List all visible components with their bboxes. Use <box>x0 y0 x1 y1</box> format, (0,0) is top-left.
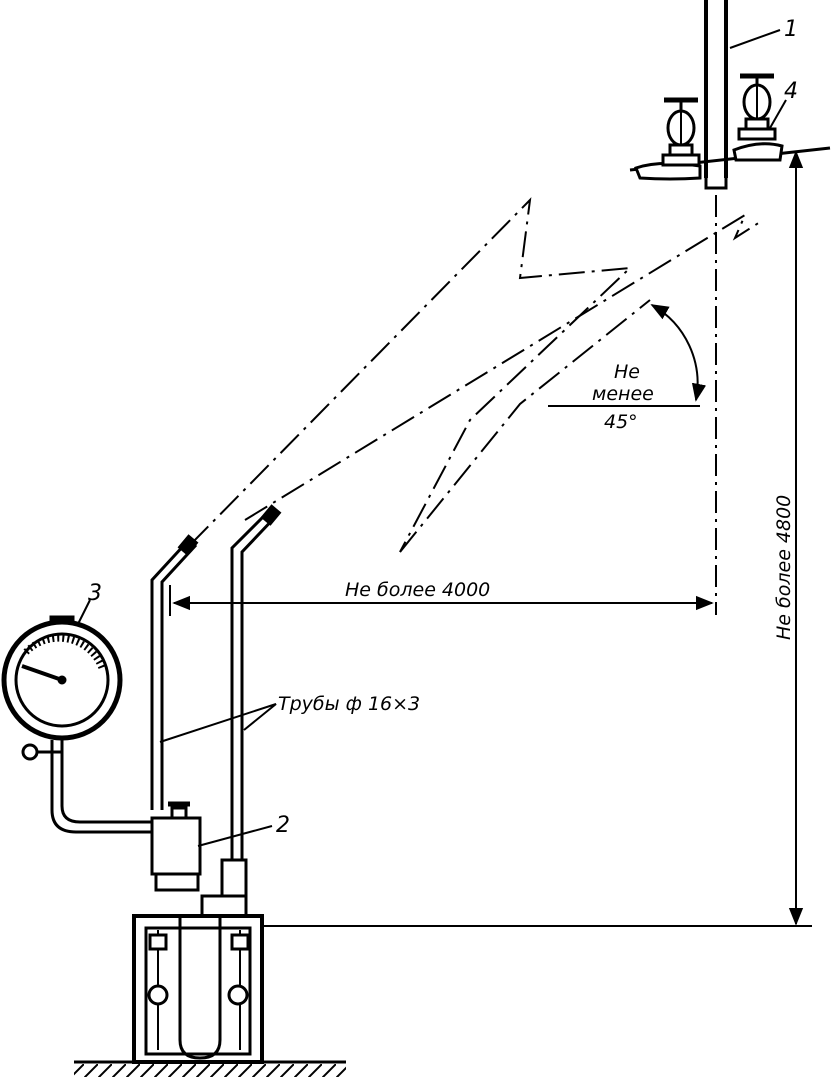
horizontal-dimension-label: Не более 4000 <box>345 579 490 601</box>
angle-label-line-2: менее <box>592 383 654 405</box>
angle-label-line-3: 45° <box>604 411 638 433</box>
angle-label-line-1: Не <box>614 361 640 383</box>
vertical-dimension-label: Не более 4800 <box>773 495 795 640</box>
callout-3: 3 <box>88 581 102 606</box>
main-pipe <box>704 0 728 190</box>
stand <box>132 914 264 1064</box>
angle-dimension <box>548 304 707 407</box>
horizontal-dimension <box>169 585 714 616</box>
pipes-note: Трубы ф 16×3 <box>278 693 420 715</box>
impulse-line-path <box>189 197 761 553</box>
callout-4: 4 <box>784 79 798 104</box>
gauge-connecting-line <box>50 740 152 834</box>
ground <box>74 1060 346 1077</box>
impulse-tubes <box>150 504 282 860</box>
callout-2: 2 <box>276 813 290 838</box>
callout-1: 1 <box>784 17 798 42</box>
shutoff-valve-left <box>661 97 701 167</box>
leader-lines <box>77 29 787 847</box>
shutoff-valve-right <box>737 73 777 141</box>
vertical-dimension <box>262 150 812 927</box>
header-platform <box>629 142 831 181</box>
valve-block <box>150 801 248 918</box>
pressure-gauge <box>1 615 123 761</box>
